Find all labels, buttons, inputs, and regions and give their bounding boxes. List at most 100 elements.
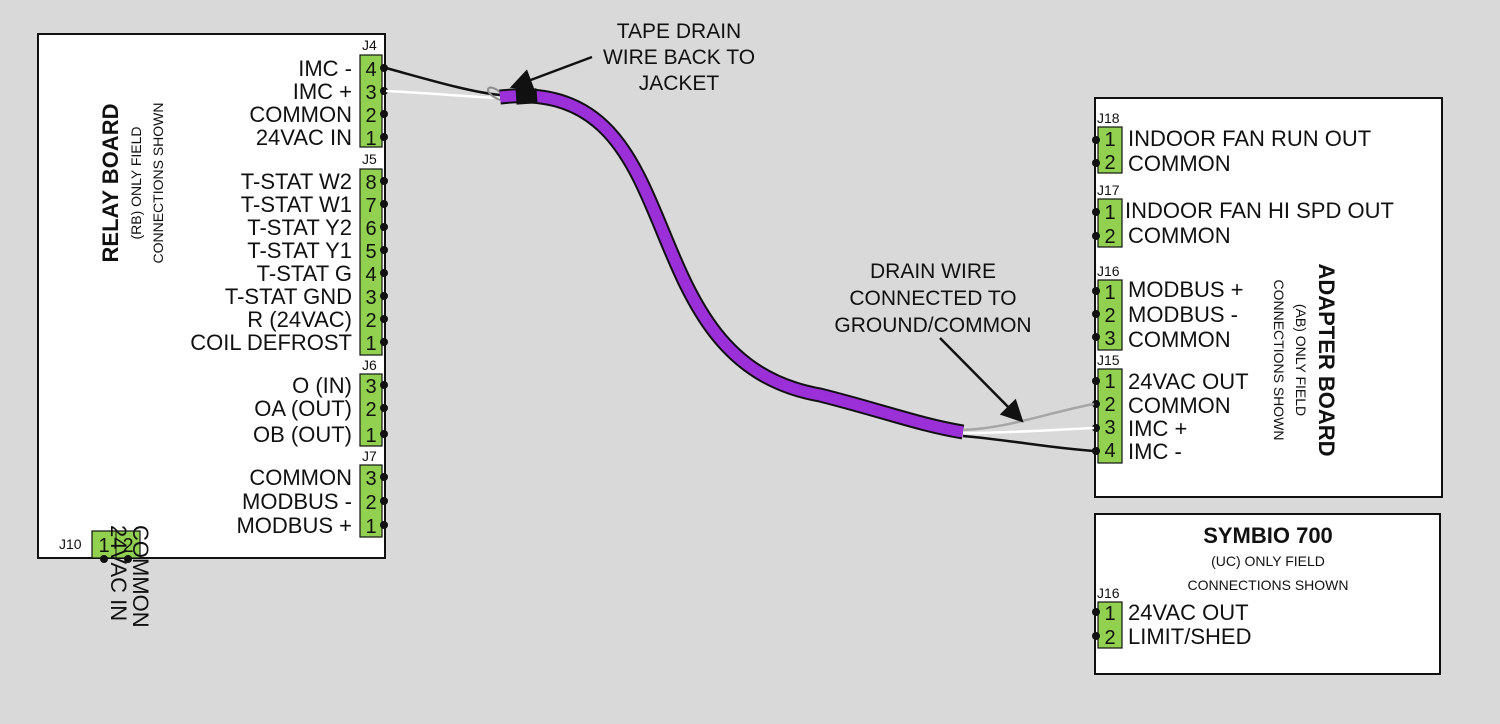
pin-label: MODBUS - [1128,302,1238,327]
pin-dot [100,555,108,563]
cable-jacket [499,90,964,438]
pin-dot [1092,333,1100,341]
pin-label: R (24VAC) [247,307,352,332]
symbio-subtitle-2: CONNECTIONS SHOWN [1188,577,1349,593]
pin-number: 1 [1104,202,1115,224]
adapter-board-subtitle-2: CONNECTIONS SHOWN [1271,280,1287,441]
pin-label: O (IN) [292,373,352,398]
pin-dot [380,64,388,72]
pin-number: 2 [365,399,376,421]
pin-number: 3 [365,468,376,490]
pin-number: 1 [365,425,376,447]
connector-ab-j18: J18 1 2 INDOOR FAN RUN OUT COMMON [1092,110,1371,176]
pin-number: 1 [1104,371,1115,393]
note-line: JACKET [639,72,720,95]
connector-rb-j4: J4 IMC - IMC + COMMON 24VAC IN 4 3 2 1 [249,37,388,150]
pin-dot [380,381,388,389]
relay-board-outline [37,33,386,559]
pin-dot [1092,159,1100,167]
connector-label: J7 [362,448,377,464]
pin-label: MODBUS + [236,513,352,538]
pin-label: 24VAC IN [256,125,352,150]
pin-dot [380,133,388,141]
pin-label: OB (OUT) [253,422,352,447]
connector-label: J18 [1097,110,1120,126]
imc-cable [385,66,1095,453]
connector-label: J16 [1097,585,1120,601]
pin-label: COMMON [128,525,153,628]
pin-label: INDOOR FAN RUN OUT [1128,126,1371,151]
note-line: TAPE DRAIN [617,20,741,43]
connector-uc-j16: J16 1 2 24VAC OUT LIMIT/SHED [1092,585,1251,649]
terminal-block [1097,601,1123,649]
pin-number: 3 [365,376,376,398]
pin-label: COMMON [1128,151,1231,176]
connector-rb-j7: J7 COMMON MODBUS - MODBUS + 3 2 1 [236,448,388,538]
connector-label: J16 [1097,263,1120,279]
pin-dot [1092,287,1100,295]
pin-number: 1 [1104,129,1115,151]
pin-number: 1 [1104,603,1115,625]
terminal-block [1097,368,1123,464]
pin-dot [380,430,388,438]
pin-label: MODBUS + [1128,277,1244,302]
note-line: GROUND/COMMON [834,314,1031,337]
note-line: WIRE BACK TO [603,46,755,69]
pin-label: 24VAC OUT [1128,369,1249,394]
pin-label: T-STAT G [257,261,352,286]
pin-dot [380,269,388,277]
relay-board-subtitle-1: (RB) ONLY FIELD [128,126,144,239]
pin-label: T-STAT W2 [241,169,352,194]
pin-dot [1092,632,1100,640]
connector-label: J5 [362,151,377,167]
pin-dot [1092,400,1100,408]
connector-label: J6 [362,357,377,373]
wire-black-right [962,434,1095,453]
symbio-title: SYMBIO 700 [1203,523,1333,548]
note-line: CONNECTED TO [849,287,1016,310]
pin-dot [1092,310,1100,318]
pin-number: 1 [365,516,376,538]
pin-number: 2 [1104,627,1115,649]
pin-number: 6 [365,218,376,240]
connector-label: J17 [1097,182,1120,198]
pin-number: 3 [365,287,376,309]
pin-label: T-STAT GND [225,284,352,309]
adapter-board: ADAPTER BOARD (AB) ONLY FIELD CONNECTION… [1092,97,1443,498]
pin-label: T-STAT Y2 [247,215,352,240]
pin-label: MODBUS - [242,489,352,514]
pin-number: 3 [1104,328,1115,350]
connector-label: J4 [362,37,377,53]
pin-label: COMMON [249,102,352,127]
pin-label: LIMIT/SHED [1128,624,1251,649]
connector-label: J10 [59,536,82,552]
pin-dot [380,177,388,185]
pin-number: 5 [365,241,376,263]
tape-wrap [515,88,538,105]
pin-dot [1092,608,1100,616]
connector-ab-j16: J16 1 2 3 MODBUS + MODBUS - COMMON [1092,263,1244,352]
symbio-outline [1094,513,1441,675]
pin-label: T-STAT W1 [241,192,352,217]
pin-dot [124,555,132,563]
arrow [939,337,1024,423]
pin-dot [380,497,388,505]
pin-number: 4 [1104,440,1115,462]
pin-label: 24VAC IN [106,525,131,621]
pin-dot [1092,424,1100,432]
note-line: DRAIN WIRE [870,260,996,283]
relay-board-subtitle-2: CONNECTIONS SHOWN [150,103,166,264]
terminal-block [359,54,383,148]
connector-label: J15 [1097,352,1120,368]
drain-wire-right [962,402,1095,432]
pin-number: 4 [365,264,376,286]
connector-ab-j17: J17 1 2 INDOOR FAN HI SPD OUT COMMON [1092,182,1394,248]
pin-dot [380,315,388,323]
arrow [509,55,593,91]
pin-label: INDOOR FAN HI SPD OUT [1125,198,1394,223]
terminal-block [359,168,383,356]
pin-dot [380,404,388,412]
pin-dot [380,87,388,95]
terminal-block [1097,126,1123,174]
